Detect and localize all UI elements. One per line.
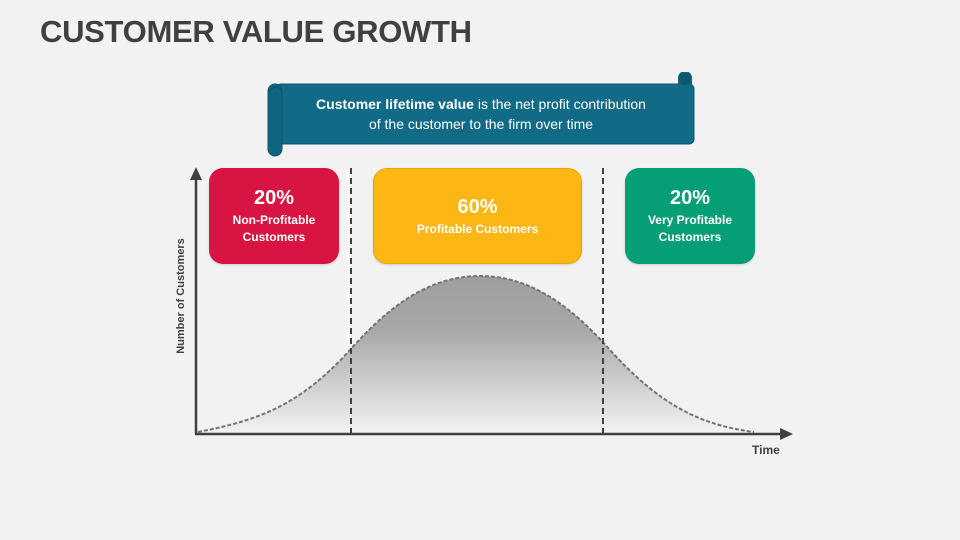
y-axis-label: Number of Customers (175, 238, 187, 354)
segment-percent: 20% (253, 187, 295, 209)
segment-label-line1: Very Profitable (647, 213, 733, 227)
segment-non-profitable: 20% Non-Profitable Customers (209, 168, 339, 264)
segment-label-line2: Customers (658, 230, 722, 244)
segment-label: Profitable Customers (417, 221, 538, 238)
segment-label: Non-Profitable Customers (233, 212, 316, 246)
segment-percent: 60% (457, 195, 498, 218)
slide-title: CUSTOMER VALUE GROWTH (40, 14, 472, 49)
segment-label-line2: Customers (242, 230, 306, 244)
banner-line2: of the customer to the firm over time (368, 116, 594, 132)
definition-banner: Customer lifetime value is the net profi… (266, 71, 696, 158)
x-axis-label: Time (752, 443, 780, 457)
banner-line1: is the net profit contribution (473, 96, 646, 112)
x-axis-arrow-icon (780, 428, 793, 440)
distribution-curve (197, 274, 755, 433)
segment-profitable: 60% Profitable Customers (373, 168, 582, 264)
segment-label: Very Profitable Customers (648, 212, 732, 246)
y-axis-arrow-icon (190, 167, 202, 180)
segment-very-profitable: 20% Very Profitable Customers (625, 168, 755, 264)
scroll-banner-shape (267, 71, 695, 157)
distribution-area (198, 276, 754, 432)
banner-text: Customer lifetime value is the net profi… (266, 94, 696, 134)
segment-percent: 20% (669, 187, 711, 209)
segment-label-line1: Non-Profitable (232, 213, 316, 227)
segment-label-line1: Profitable Customers (416, 221, 539, 236)
banner-bold-term: Customer lifetime value (316, 96, 474, 112)
